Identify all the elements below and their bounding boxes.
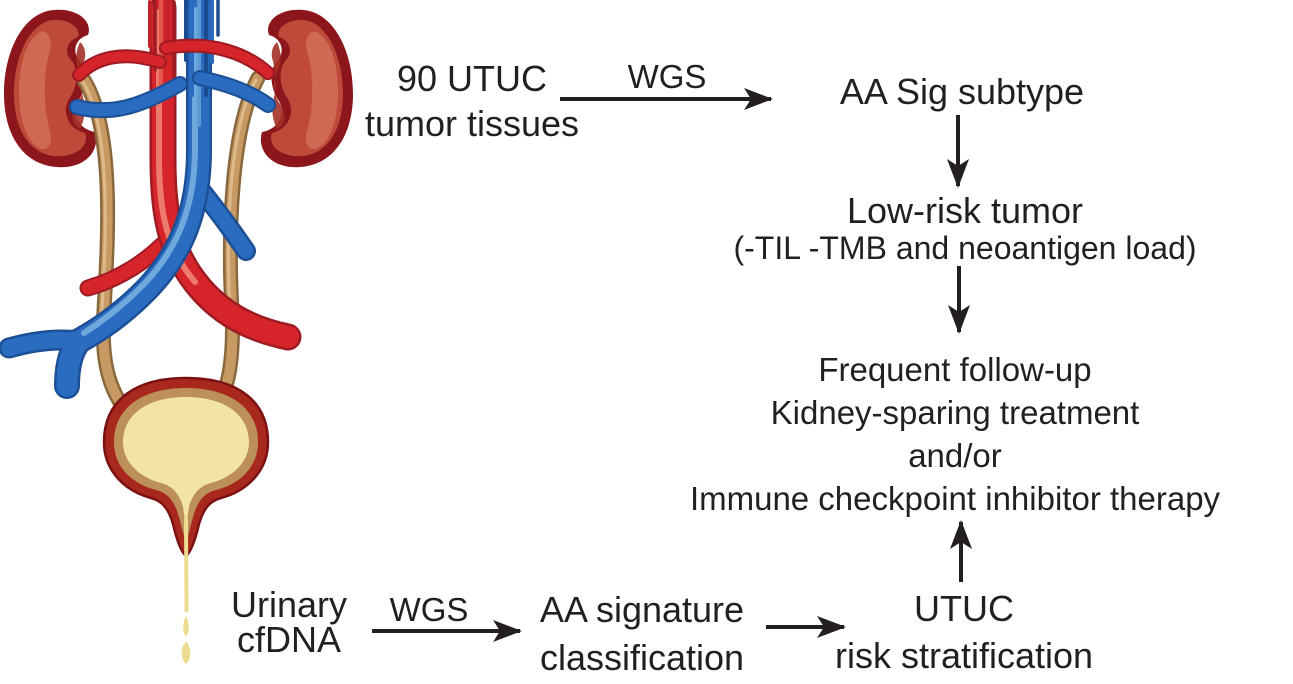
node-low-risk-tumor: Low-risk tumor (-TIL -TMB and neoantigen… <box>733 190 1197 266</box>
aorta <box>149 0 302 351</box>
aa-signature-line2: classification <box>539 637 745 678</box>
bladder <box>102 376 270 558</box>
utuc-risk-line2: risk stratification <box>834 635 1094 676</box>
kidney-left <box>4 9 97 168</box>
node-aa-signature: AA signature classification <box>540 586 744 682</box>
iliac-artery-left-stub <box>79 236 171 297</box>
kidney-right <box>260 9 353 168</box>
management-line4: Immune checkpoint inhibitor therapy <box>689 480 1221 517</box>
renal-artery-left <box>72 49 167 82</box>
renal-vein-left <box>69 76 188 119</box>
vena-cava <box>0 0 212 399</box>
management-line3: and/or <box>908 437 1002 474</box>
ureter-left <box>76 72 140 426</box>
node-utuc-risk-stratification: UTUC risk stratification <box>835 585 1093 679</box>
iliac-vein-right-stub <box>187 175 256 261</box>
label-wgs-bottom: WGS <box>389 591 469 628</box>
renal-artery-right <box>159 38 275 80</box>
aa-signature-line1: AA signature <box>539 589 745 630</box>
urinary-line2: cfDNA <box>236 619 342 660</box>
low-risk-line2: (-TIL -TMB and neoantigen load) <box>733 230 1197 266</box>
management-line1: Frequent follow-up <box>818 351 1092 388</box>
vessel-streaks <box>148 0 220 127</box>
urine-drip <box>181 518 191 664</box>
node-aa-sig-subtype: AA Sig subtype <box>839 71 1085 112</box>
tumor-tissues-line2: tumor tissues <box>364 103 580 144</box>
label-wgs-top: WGS <box>627 58 707 95</box>
management-line2: Kidney-sparing treatment <box>770 394 1140 431</box>
urinary-line1: Urinary <box>230 584 348 625</box>
utuc-risk-line1: UTUC <box>914 588 1014 629</box>
node-management: Frequent follow-up Kidney-sparing treatm… <box>690 348 1220 520</box>
ureter-right <box>204 70 266 422</box>
low-risk-line1: Low-risk tumor <box>846 190 1084 231</box>
urinary-system-illustration <box>0 0 353 664</box>
node-tumor-tissues: 90 UTUC tumor tissues <box>365 56 579 146</box>
tumor-tissues-line1: 90 UTUC <box>396 58 548 99</box>
renal-vein-right <box>192 70 276 113</box>
node-urinary-cfdna: Urinary cfDNA <box>230 584 348 660</box>
